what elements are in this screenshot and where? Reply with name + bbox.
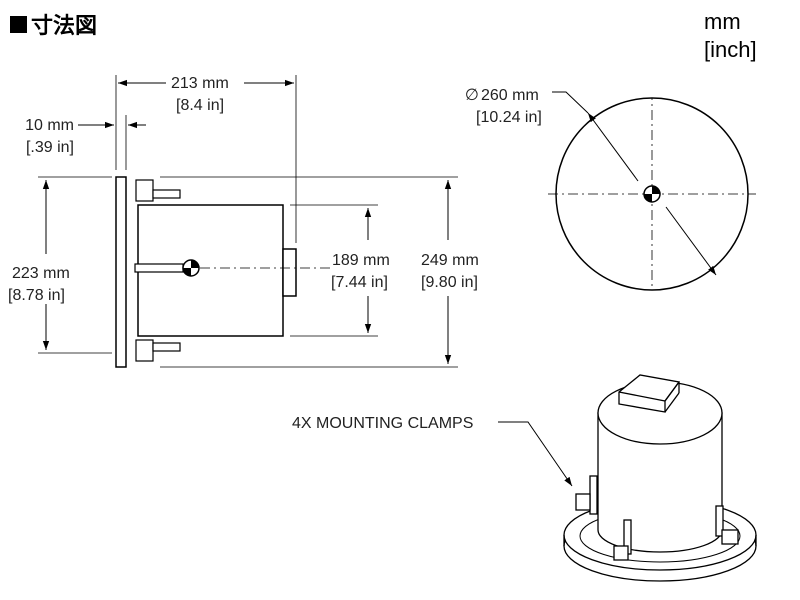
- iso-clamp-left-rod: [589, 475, 598, 515]
- iso-clamp-front-block: [613, 545, 629, 561]
- side-clamp-center-rod: [134, 263, 184, 273]
- dim-depth-in: [8.4 in]: [176, 97, 224, 114]
- iso-view: [563, 374, 757, 582]
- dim-diameter-line-a: [587, 112, 639, 182]
- iso-clamp-right-block: [721, 529, 739, 545]
- dim-height-mm: 223 mm: [12, 265, 70, 282]
- side-flange: [115, 176, 127, 368]
- side-clamp-top-rod: [152, 189, 181, 199]
- dim-diameter-in: [10.24 in]: [476, 109, 542, 126]
- unit-legend: mm [inch]: [704, 8, 757, 64]
- dim-height-in: [8.78 in]: [8, 287, 65, 304]
- side-view: [115, 176, 330, 368]
- dim-diameter-symbol: ∅: [465, 87, 479, 104]
- dim-diameter-line-b: [665, 206, 717, 276]
- dim-can-mm: 189 mm: [332, 252, 390, 269]
- dim-can-in: [7.44 in]: [331, 274, 388, 291]
- side-center-of-mass-icon: [182, 259, 200, 277]
- side-clamp-bottom-rod: [152, 342, 181, 352]
- extension-lines: [38, 75, 458, 368]
- dim-flange-in: [.39 in]: [26, 139, 74, 156]
- dim-depth-mm: 213 mm: [171, 75, 229, 92]
- drawing-title: 寸法図: [10, 8, 97, 40]
- dim-flange-mm: 10 mm: [25, 117, 74, 134]
- clamps-leader-line: [498, 421, 573, 487]
- side-terminal-box: [282, 248, 297, 297]
- dimension-lines: [42, 79, 452, 364]
- front-center-of-mass-icon: [643, 185, 661, 203]
- side-clamp-bottom-block: [135, 339, 154, 362]
- unit-primary: mm: [704, 9, 741, 34]
- side-clamp-top-block: [135, 179, 154, 202]
- clamps-callout-text: 4X MOUNTING CLAMPS: [292, 415, 473, 432]
- dim-diameter-leader: [552, 91, 589, 114]
- dim-diameter-mm: 260 mm: [481, 87, 539, 104]
- title-square-icon: [10, 15, 27, 33]
- iso-clamp-left-block: [575, 493, 591, 511]
- dim-overall-mm: 249 mm: [421, 252, 479, 269]
- iso-clamp-right-rod: [715, 505, 724, 537]
- dim-overall-in: [9.80 in]: [421, 274, 478, 291]
- unit-secondary: [inch]: [704, 37, 757, 62]
- title-text: 寸法図: [31, 13, 98, 38]
